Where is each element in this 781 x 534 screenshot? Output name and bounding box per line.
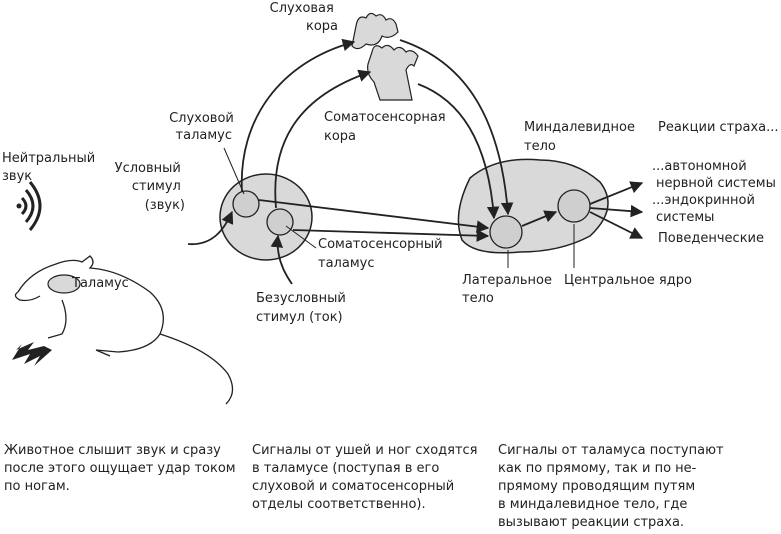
label-endocrine: ...эндокринной системы xyxy=(652,193,759,225)
caption-3: Сигналы от таламуса поступают как по пря… xyxy=(498,442,724,532)
caption-1-line: Животное слышит звук и сразу xyxy=(4,443,221,458)
pathway-auditory-cortex-to-amygdala xyxy=(399,39,514,216)
leader-somatosensory-thalamus xyxy=(285,225,317,249)
label-auditory-cortex: Слуховая кора xyxy=(270,1,338,34)
output-behavioral xyxy=(589,211,644,239)
caption-2-line: слуховой и соматосенсорный xyxy=(252,479,455,494)
central-nucleus xyxy=(557,189,591,223)
shock-icon xyxy=(12,342,52,366)
pathway-thalamus-to-auditory-cortex xyxy=(240,38,356,193)
input-unconditioned-stimulus xyxy=(270,234,293,285)
pathway-direct-somatosensory xyxy=(292,229,490,242)
caption-2-line: Сигналы от ушей и ног сходятся xyxy=(252,443,478,458)
auditory-cortex-shape xyxy=(351,12,399,50)
input-conditioned-stimulus xyxy=(187,210,234,245)
caption-3-line: прямому проводящим путям xyxy=(498,479,696,494)
label-amygdala: Миндалевидное тело xyxy=(524,120,639,154)
pathway-somatosensory-cortex-to-amygdala xyxy=(417,83,500,220)
caption-2: Сигналы от ушей и ног сходятся в таламус… xyxy=(252,442,478,514)
somatosensory-thalamus-nucleus xyxy=(266,208,294,236)
label-neutral-sound: Нейтральный звук xyxy=(2,151,99,184)
caption-2-line: отделы соответственно). xyxy=(252,497,426,512)
pathway-direct-auditory xyxy=(258,199,490,233)
sound-waves-icon xyxy=(16,181,42,231)
caption-2-line: в таламусе (поступая в его xyxy=(252,461,440,476)
somatosensory-cortex-shape xyxy=(367,44,419,101)
caption-3-line: Сигналы от таламуса поступают xyxy=(498,443,724,458)
label-conditioned-stimulus: Условный стимул (звук) xyxy=(115,161,185,213)
label-central-nucleus: Центральное ядро xyxy=(564,273,692,288)
rat-brain-shape xyxy=(47,274,81,294)
caption-3-line: вызывают реакции страха. xyxy=(498,515,685,530)
pathway-lateral-to-central xyxy=(521,210,558,227)
caption-1: Животное слышит звук и сразу после этого… xyxy=(4,442,236,496)
thalamus-region xyxy=(219,173,313,261)
caption-3-line: в миндалевидное тело, где xyxy=(498,497,688,512)
label-unconditioned-stimulus: Безусловный стимул (ток) xyxy=(256,291,350,325)
label-somatosensory-cortex: Соматосенсорная кора xyxy=(324,110,450,144)
pathway-thalamus-to-somatosensory-cortex xyxy=(274,69,372,209)
label-somatosensory-thalamus: Соматосенсорный таламус xyxy=(318,237,447,271)
caption-1-line: по ногам. xyxy=(4,479,70,494)
label-autonomic: ...автономной нервной системы xyxy=(652,159,776,191)
leader-auditory-thalamus xyxy=(223,147,245,195)
label-fear-reactions: Реакции страха... xyxy=(658,120,779,135)
output-endocrine xyxy=(589,204,644,218)
auditory-thalamus-nucleus xyxy=(232,190,260,218)
label-thalamus: Таламус xyxy=(71,276,129,291)
caption-3-line: как по прямому, так и по не- xyxy=(498,461,697,476)
rat-illustration xyxy=(14,255,234,405)
caption-1-line: после этого ощущает удар током xyxy=(4,461,236,476)
output-autonomic xyxy=(589,181,644,205)
label-lateral-nucleus: Латеральное тело xyxy=(462,273,556,306)
lateral-nucleus xyxy=(489,215,523,249)
label-auditory-thalamus: Слуховой таламус xyxy=(169,111,238,143)
label-behavioral: Поведенческие xyxy=(658,231,764,246)
